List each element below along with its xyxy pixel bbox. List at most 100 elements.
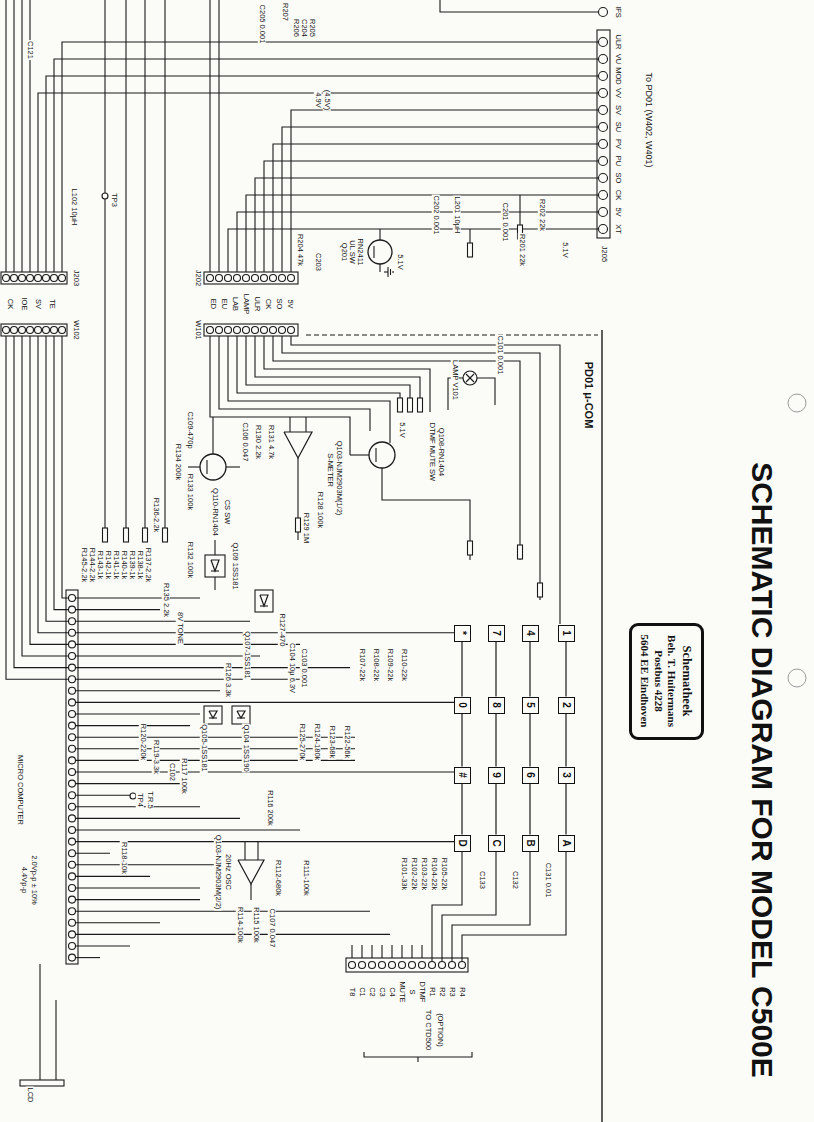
schematic-label: SO xyxy=(614,172,622,185)
schematic-label: R144-2.2k xyxy=(88,547,96,584)
schematic-label: SO xyxy=(275,298,283,311)
wire xyxy=(76,690,221,691)
wire xyxy=(282,127,598,272)
diode-symbol xyxy=(211,560,219,571)
opamp-symbol xyxy=(238,860,264,884)
connector-housing xyxy=(204,272,298,284)
schematic-label: R120-220k xyxy=(139,723,147,762)
schematic-label: MUTE xyxy=(398,980,406,1003)
schematic-label: R143-1k xyxy=(96,550,104,580)
wire xyxy=(76,829,301,830)
schematic-label: R118-10k xyxy=(120,841,128,875)
wire xyxy=(255,336,420,412)
wire xyxy=(76,679,301,680)
connector-pin xyxy=(279,327,286,334)
wire xyxy=(379,229,380,240)
connector-pin xyxy=(69,629,76,636)
connector-pin xyxy=(59,275,66,282)
schematic-label: J202 xyxy=(194,269,202,287)
schematic-label: Q110-RN1404 xyxy=(211,487,219,537)
keypad-key: 8 xyxy=(488,697,505,714)
schematic-label: C103 0.001 xyxy=(300,648,308,689)
wire xyxy=(214,540,215,555)
schematic-label: To PD01 (W402, W401) xyxy=(644,71,653,168)
connector-pin xyxy=(69,711,76,718)
schematic-label: PV xyxy=(614,138,622,150)
node-text-group: 2 xyxy=(561,702,571,708)
schematic-label: R133 100k xyxy=(186,473,194,511)
keypad-key: 2 xyxy=(558,697,575,714)
lamp-filament xyxy=(466,374,474,382)
wire xyxy=(76,853,111,854)
key-label: C xyxy=(491,839,501,846)
wire xyxy=(291,336,560,624)
wire xyxy=(164,0,165,528)
schematic-label: C205 0.001 xyxy=(258,4,266,45)
schematic-label: Q103-NJM2903M(2/2) xyxy=(214,834,222,911)
keypad-key: 6 xyxy=(522,767,539,784)
node-text-group: A xyxy=(561,839,571,846)
schematic-label: LAMP V101 xyxy=(451,359,459,401)
transistor-base xyxy=(375,448,376,462)
connector-pin xyxy=(349,962,356,969)
resistor-symbol xyxy=(468,243,473,257)
wire xyxy=(381,945,382,958)
schematic-label: C131 0.01 xyxy=(544,862,552,899)
node-text-group: 7 xyxy=(491,630,501,636)
wire xyxy=(6,336,69,679)
wire xyxy=(39,964,40,1080)
key-label: 1 xyxy=(561,630,571,636)
connector-pin xyxy=(234,275,241,282)
schematic-label: C101 0.001 xyxy=(496,335,504,376)
schematic-label: C106 0.047 xyxy=(241,422,249,463)
wire xyxy=(379,264,380,272)
connector-pin xyxy=(19,327,26,334)
resistor-symbol xyxy=(296,518,301,532)
schematic-label: RN2411 xyxy=(356,238,364,267)
resistor-symbol xyxy=(103,528,108,542)
connector-pin xyxy=(207,275,214,282)
node-text-group: 5 xyxy=(525,702,535,708)
schematic-label: R117 100k xyxy=(180,757,188,795)
key-label: 4 xyxy=(525,630,535,636)
connector-pin xyxy=(69,780,76,787)
connector-pin xyxy=(69,827,76,834)
connector-pin xyxy=(270,327,277,334)
wire xyxy=(30,336,69,644)
schematic-label: C4 xyxy=(388,986,396,998)
schematic-label: PU xyxy=(614,155,622,167)
keypad-key: 7 xyxy=(488,625,505,642)
resistor-symbol xyxy=(408,398,413,412)
schematic-label: TO CTD500 xyxy=(424,1009,432,1051)
archive-stamp: SchematheekBeh. T. HuitermansPostbus 422… xyxy=(629,623,704,740)
wire xyxy=(76,945,131,946)
connector-pin xyxy=(409,962,416,969)
diode-package xyxy=(205,555,225,577)
connector-pin xyxy=(69,734,76,741)
resistor-symbol xyxy=(143,528,148,542)
resistor-symbol xyxy=(398,398,403,412)
connector-pin xyxy=(599,89,608,98)
schematic-label: R126 3.3k xyxy=(224,662,232,698)
diode-package xyxy=(204,706,222,724)
key-label: 0 xyxy=(457,702,467,708)
schematic-label: W101 xyxy=(194,319,202,341)
schematic-label: R145-2.2k xyxy=(80,547,88,584)
schematic-label: CK xyxy=(6,298,14,310)
wire xyxy=(54,59,598,272)
schematic-label: (4.5V) xyxy=(323,89,331,111)
schematic-label: W102 xyxy=(72,319,80,341)
resistor-symbol xyxy=(468,541,473,555)
schematic-label: R109-22k xyxy=(386,648,394,683)
schematic-label: LAB xyxy=(231,296,239,312)
connector-pin xyxy=(599,123,608,132)
connector-pin xyxy=(35,327,42,334)
wire xyxy=(76,876,151,877)
punch-hole xyxy=(788,669,806,687)
stamp-text: 5604 EE Eindhoven xyxy=(638,635,652,728)
wire xyxy=(55,1000,56,1080)
wire xyxy=(54,336,69,610)
schematic-label: CS SW xyxy=(223,499,231,526)
wire xyxy=(76,934,391,935)
schematic-label: VV xyxy=(614,87,622,99)
